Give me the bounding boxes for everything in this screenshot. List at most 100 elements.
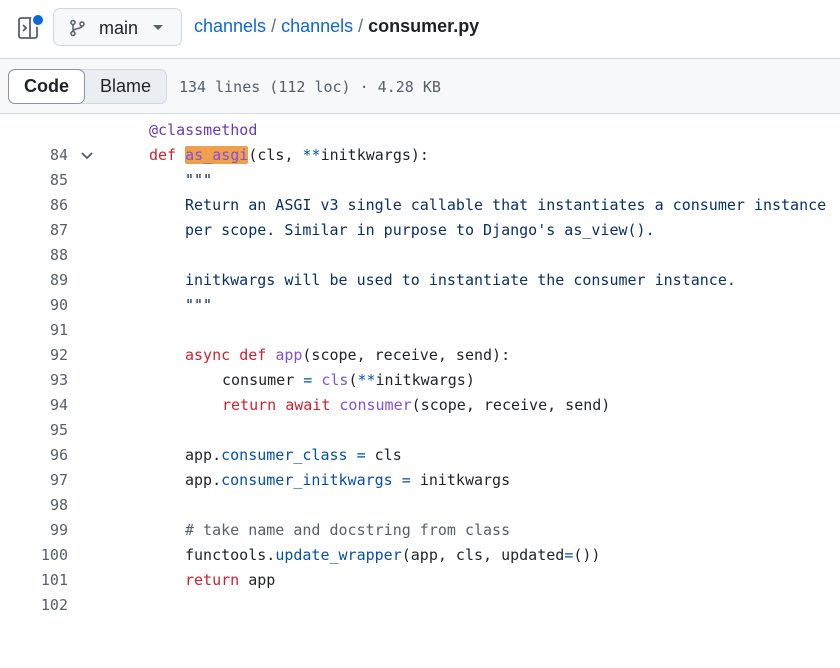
- code-line: 98 app.consumer_initkwargs = initkwargs: [0, 468, 840, 514]
- line-number[interactable]: 94: [49, 396, 68, 414]
- code-line: 88 per scope. Similar in purpose to Djan…: [0, 218, 840, 264]
- line-number[interactable]: 87: [49, 221, 68, 239]
- line-number[interactable]: 102: [40, 596, 68, 614]
- keyword-token: await: [285, 396, 331, 414]
- code-token: app.: [185, 446, 222, 464]
- attribute-token: consumer_initkwargs: [221, 471, 393, 489]
- line-content: @classmethod: [149, 118, 257, 143]
- code-line: 97 app.consumer_class = cls: [0, 443, 840, 489]
- line-number[interactable]: 91: [49, 321, 68, 339]
- code-line: 95 return await consumer(scope, receive,…: [0, 393, 840, 439]
- code-token: (scope, receive, send): [411, 396, 611, 414]
- attribute-token: update_wrapper: [275, 546, 402, 564]
- sidebar-expand-icon: [18, 17, 38, 39]
- line-content: initkwargs will be used to instantiate t…: [185, 271, 736, 289]
- code-viewer: 84 @classmethod 85 def as_asgi(cls, **in…: [0, 118, 840, 614]
- notification-dot: [31, 13, 45, 27]
- operator-token: =: [401, 471, 411, 489]
- line-number[interactable]: 97: [49, 471, 68, 489]
- code-line: 92: [0, 318, 840, 364]
- code-token: (app, cls, updated: [401, 546, 565, 564]
- line-number[interactable]: 89: [49, 271, 68, 289]
- operator-token: **: [302, 146, 321, 164]
- operator-token: =: [356, 446, 366, 464]
- operator-token: =: [303, 371, 313, 389]
- code-line: 96: [0, 418, 840, 464]
- code-line: 89: [0, 243, 840, 289]
- line-content: Return an ASGI v3 single callable that i…: [185, 196, 827, 214]
- breadcrumb: channels/channels/consumer.py: [194, 16, 479, 37]
- line-number[interactable]: 93: [49, 371, 68, 389]
- code-token: (cls,: [248, 146, 303, 164]
- breadcrumb-repo-link[interactable]: channels: [194, 16, 267, 36]
- keyword-token: return: [222, 396, 277, 414]
- keyword-token: def: [239, 346, 267, 364]
- code-line: 87 Return an ASGI v3 single callable tha…: [0, 193, 840, 239]
- code-line: 86 """: [0, 168, 840, 214]
- function-name-token: cls: [321, 371, 349, 389]
- function-name-token: app: [275, 346, 303, 364]
- code-token: ()): [573, 546, 601, 564]
- line-content: """: [185, 171, 213, 189]
- line-number[interactable]: 101: [40, 571, 68, 589]
- keyword-token: return: [185, 571, 240, 589]
- repo-header: main channels/channels/consumer.py: [0, 0, 840, 58]
- breadcrumb-current-file: consumer.py: [368, 16, 480, 36]
- code-line: 102 return app: [0, 568, 840, 614]
- attribute-token: consumer_class: [221, 446, 348, 464]
- branch-selector-button[interactable]: main: [53, 8, 182, 46]
- code-line: 99: [0, 493, 840, 539]
- code-token: functools.: [185, 546, 276, 564]
- code-line: 90 initkwargs will be used to instantiat…: [0, 268, 840, 314]
- operator-token: **: [357, 371, 376, 389]
- code-token: initkwargs): [375, 371, 475, 389]
- line-content: app.consumer_class = cls: [185, 443, 402, 468]
- line-content: return await consumer(scope, receive, se…: [222, 393, 610, 418]
- code-line: 85 def as_asgi(cls, **initkwargs):: [0, 143, 840, 189]
- view-mode-toggle: Code Blame: [8, 69, 168, 104]
- tab-code[interactable]: Code: [8, 69, 85, 104]
- code-line: 94 consumer = cls(**initkwargs): [0, 368, 840, 414]
- line-content: app.consumer_initkwargs = initkwargs: [185, 468, 510, 493]
- line-number[interactable]: 98: [49, 496, 68, 514]
- line-number[interactable]: 99: [49, 521, 68, 539]
- code-line: 91 """: [0, 293, 840, 339]
- line-content: def as_asgi(cls, **initkwargs):: [149, 143, 429, 168]
- sidebar-toggle-button[interactable]: [16, 13, 45, 41]
- line-number[interactable]: 92: [49, 346, 68, 364]
- code-token: initkwargs: [419, 471, 511, 489]
- code-line: 100 # take name and docstring from class: [0, 518, 840, 564]
- line-content: # take name and docstring from class: [185, 521, 511, 539]
- line-number[interactable]: 88: [49, 246, 68, 264]
- git-branch-icon: [70, 19, 85, 37]
- branch-name: main: [99, 18, 139, 38]
- line-number[interactable]: 86: [49, 196, 68, 214]
- code-token: app.: [185, 471, 222, 489]
- line-content: """: [185, 296, 213, 314]
- breadcrumb-folder-link[interactable]: channels: [281, 16, 354, 36]
- code-line: 93 async def app(scope, receive, send):: [0, 343, 840, 389]
- file-info: 134 lines (112 loc) · 4.28 KB: [179, 78, 441, 96]
- line-content: async def app(scope, receive, send):: [185, 343, 510, 368]
- keyword-token: def: [149, 146, 177, 164]
- code-token: consumer: [222, 371, 295, 389]
- line-number[interactable]: 100: [40, 546, 68, 564]
- tab-blame[interactable]: Blame: [100, 76, 152, 96]
- code-line: 101 functools.update_wrapper(app, cls, u…: [0, 543, 840, 589]
- line-number[interactable]: 85: [49, 171, 68, 189]
- breadcrumb-separator: /: [271, 16, 277, 36]
- code-token: initkwargs):: [320, 146, 429, 164]
- line-number[interactable]: 95: [49, 421, 68, 439]
- function-name-token: consumer: [339, 396, 412, 414]
- line-number[interactable]: 96: [49, 446, 68, 464]
- code-token: app: [248, 571, 276, 589]
- highlighted-function-name[interactable]: as_asgi: [185, 146, 249, 164]
- line-content: consumer = cls(**initkwargs): [222, 368, 475, 393]
- operator-token: =: [564, 546, 574, 564]
- breadcrumb-separator: /: [358, 16, 364, 36]
- triangle-down-icon: [153, 25, 163, 30]
- line-content: per scope. Similar in purpose to Django'…: [185, 221, 655, 239]
- chevron-down-icon[interactable]: [80, 149, 94, 163]
- line-number[interactable]: 90: [49, 296, 68, 314]
- line-number[interactable]: 84: [49, 146, 68, 164]
